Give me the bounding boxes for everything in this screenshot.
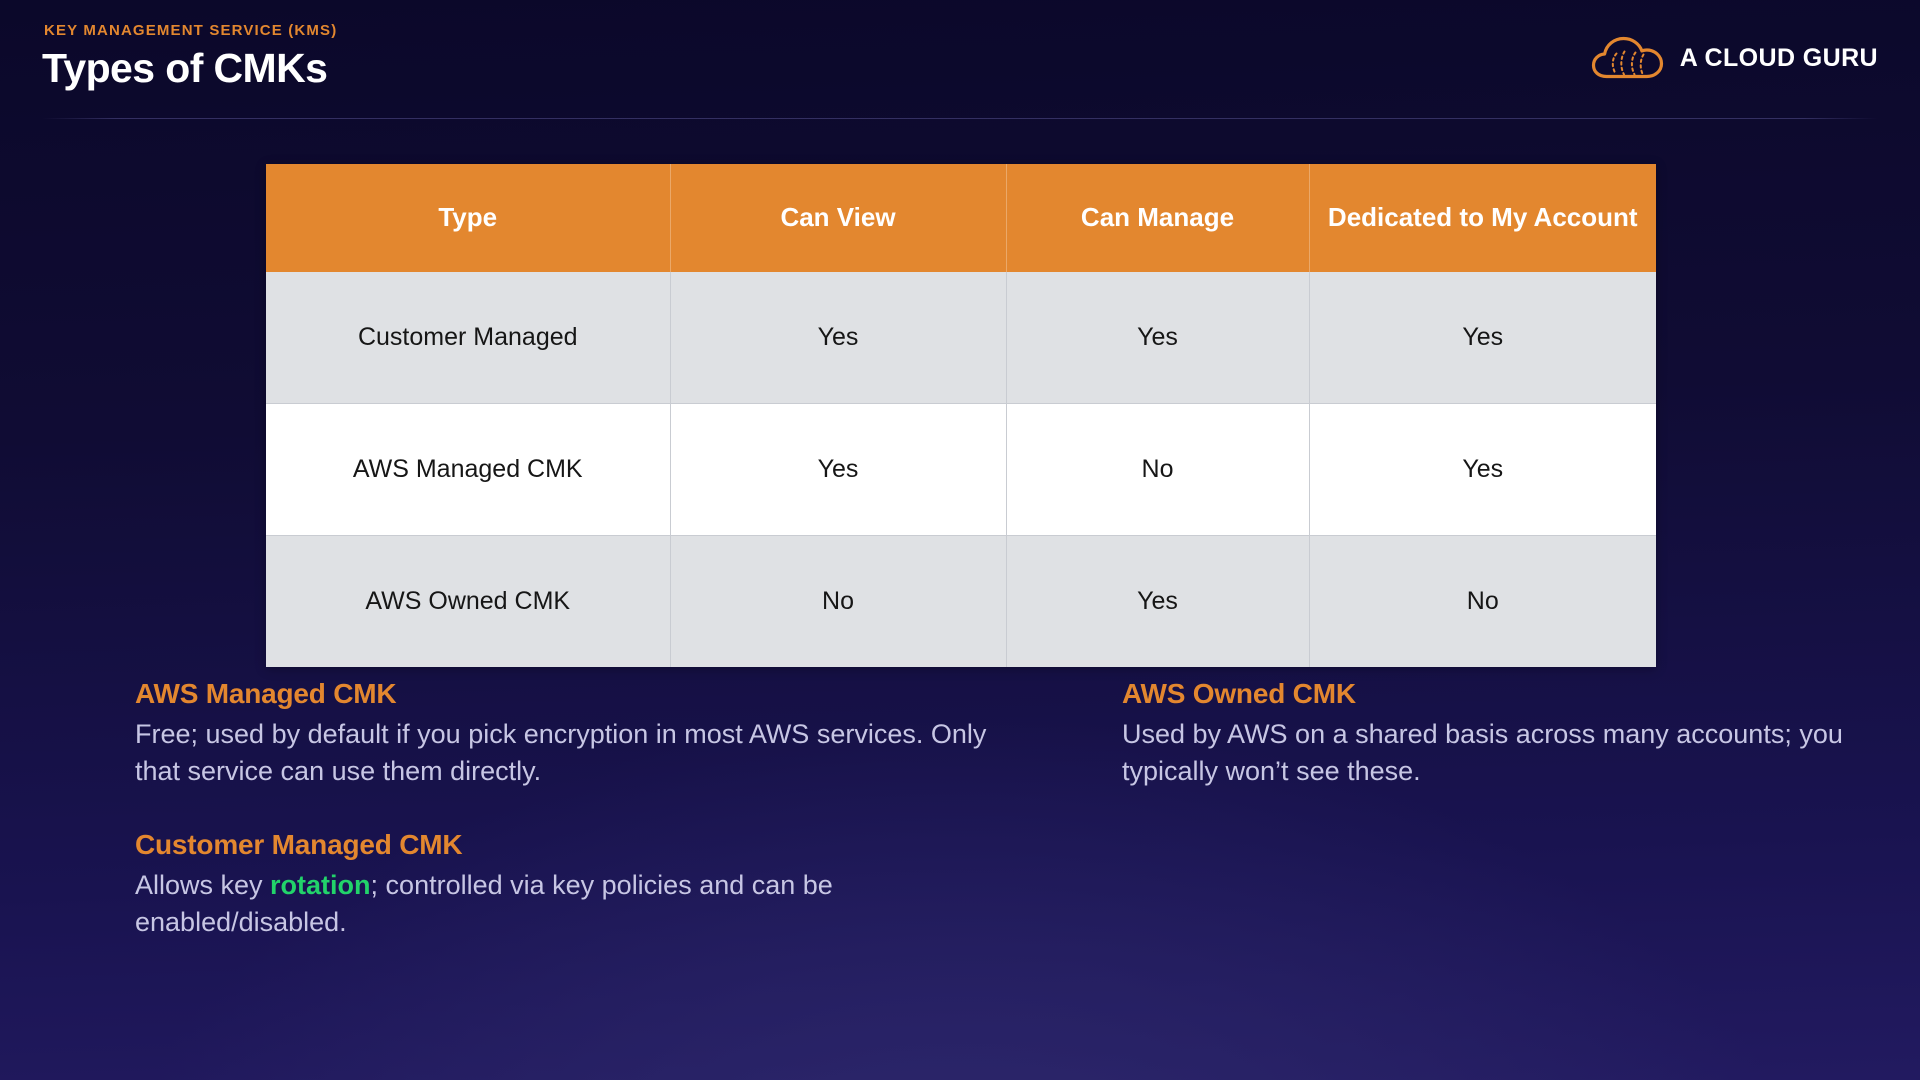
- cell-type: AWS Managed CMK: [266, 403, 671, 536]
- note-title: AWS Owned CMK: [1122, 678, 1356, 709]
- note-body-before: Allows key: [135, 870, 271, 901]
- cell-dedicated: No: [1309, 535, 1656, 667]
- cmk-comparison-table: Type Can View Can Manage Dedicated to My…: [266, 164, 1656, 667]
- note-body: Free; used by default if you pick encryp…: [135, 718, 987, 786]
- cell-type: AWS Owned CMK: [266, 535, 671, 667]
- brand-name: A CLOUD GURU: [1679, 43, 1878, 72]
- cell-dedicated: Yes: [1309, 403, 1656, 536]
- page-title: Types of CMKs: [42, 45, 328, 91]
- header-eyebrow: KEY MANAGEMENT SERVICE (KMS): [44, 22, 338, 39]
- notes-section: AWS Managed CMK Free; used by default if…: [0, 676, 1920, 1006]
- table-row: AWS Owned CMK No Yes No: [266, 535, 1656, 667]
- note-body-after: ; controlled via key policies and can be…: [135, 870, 833, 937]
- column-header-type: Type: [266, 164, 671, 272]
- note-aws-owned-cmk: AWS Owned CMK Used by AWS on a shared ba…: [1122, 676, 1882, 789]
- slide-header: KEY MANAGEMENT SERVICE (KMS) Types of CM…: [0, 0, 1920, 122]
- cell-can-manage: No: [1006, 403, 1310, 536]
- note-body: Allows key rotation; controlled via key …: [135, 867, 1035, 940]
- note-title: Customer Managed CMK: [135, 829, 463, 861]
- column-header-can-manage: Can Manage: [1006, 164, 1310, 272]
- brand-logo: A CLOUD GURU: [1590, 33, 1878, 83]
- column-header-dedicated: Dedicated to My Account: [1309, 164, 1656, 272]
- header-divider: [42, 118, 1878, 119]
- column-header-can-view: Can View: [670, 164, 1007, 272]
- cell-can-manage: Yes: [1006, 535, 1310, 667]
- note-body-highlight: rotation: [270, 870, 371, 901]
- table-row: Customer Managed Yes Yes Yes: [266, 272, 1656, 404]
- note-body: Used by AWS on a shared basis across man…: [1122, 718, 1843, 786]
- cell-can-view: Yes: [670, 272, 1007, 404]
- cell-can-manage: Yes: [1006, 272, 1310, 404]
- table-row: AWS Managed CMK Yes No Yes: [266, 403, 1656, 536]
- note-customer-managed-cmk: Customer Managed CMK Allows key rotation…: [135, 827, 1035, 940]
- notes-column-left: AWS Managed CMK Free; used by default if…: [135, 676, 1035, 979]
- cell-dedicated: Yes: [1309, 272, 1656, 404]
- table-header-row: Type Can View Can Manage Dedicated to My…: [266, 164, 1656, 272]
- cell-can-view: No: [670, 535, 1007, 667]
- cloud-icon: [1590, 33, 1666, 83]
- note-aws-managed-cmk: AWS Managed CMK Free; used by default if…: [135, 676, 1035, 789]
- cell-type: Customer Managed: [266, 272, 671, 404]
- notes-column-right: AWS Owned CMK Used by AWS on a shared ba…: [1122, 676, 1882, 827]
- note-title: AWS Managed CMK: [135, 678, 397, 709]
- cell-can-view: Yes: [670, 403, 1007, 536]
